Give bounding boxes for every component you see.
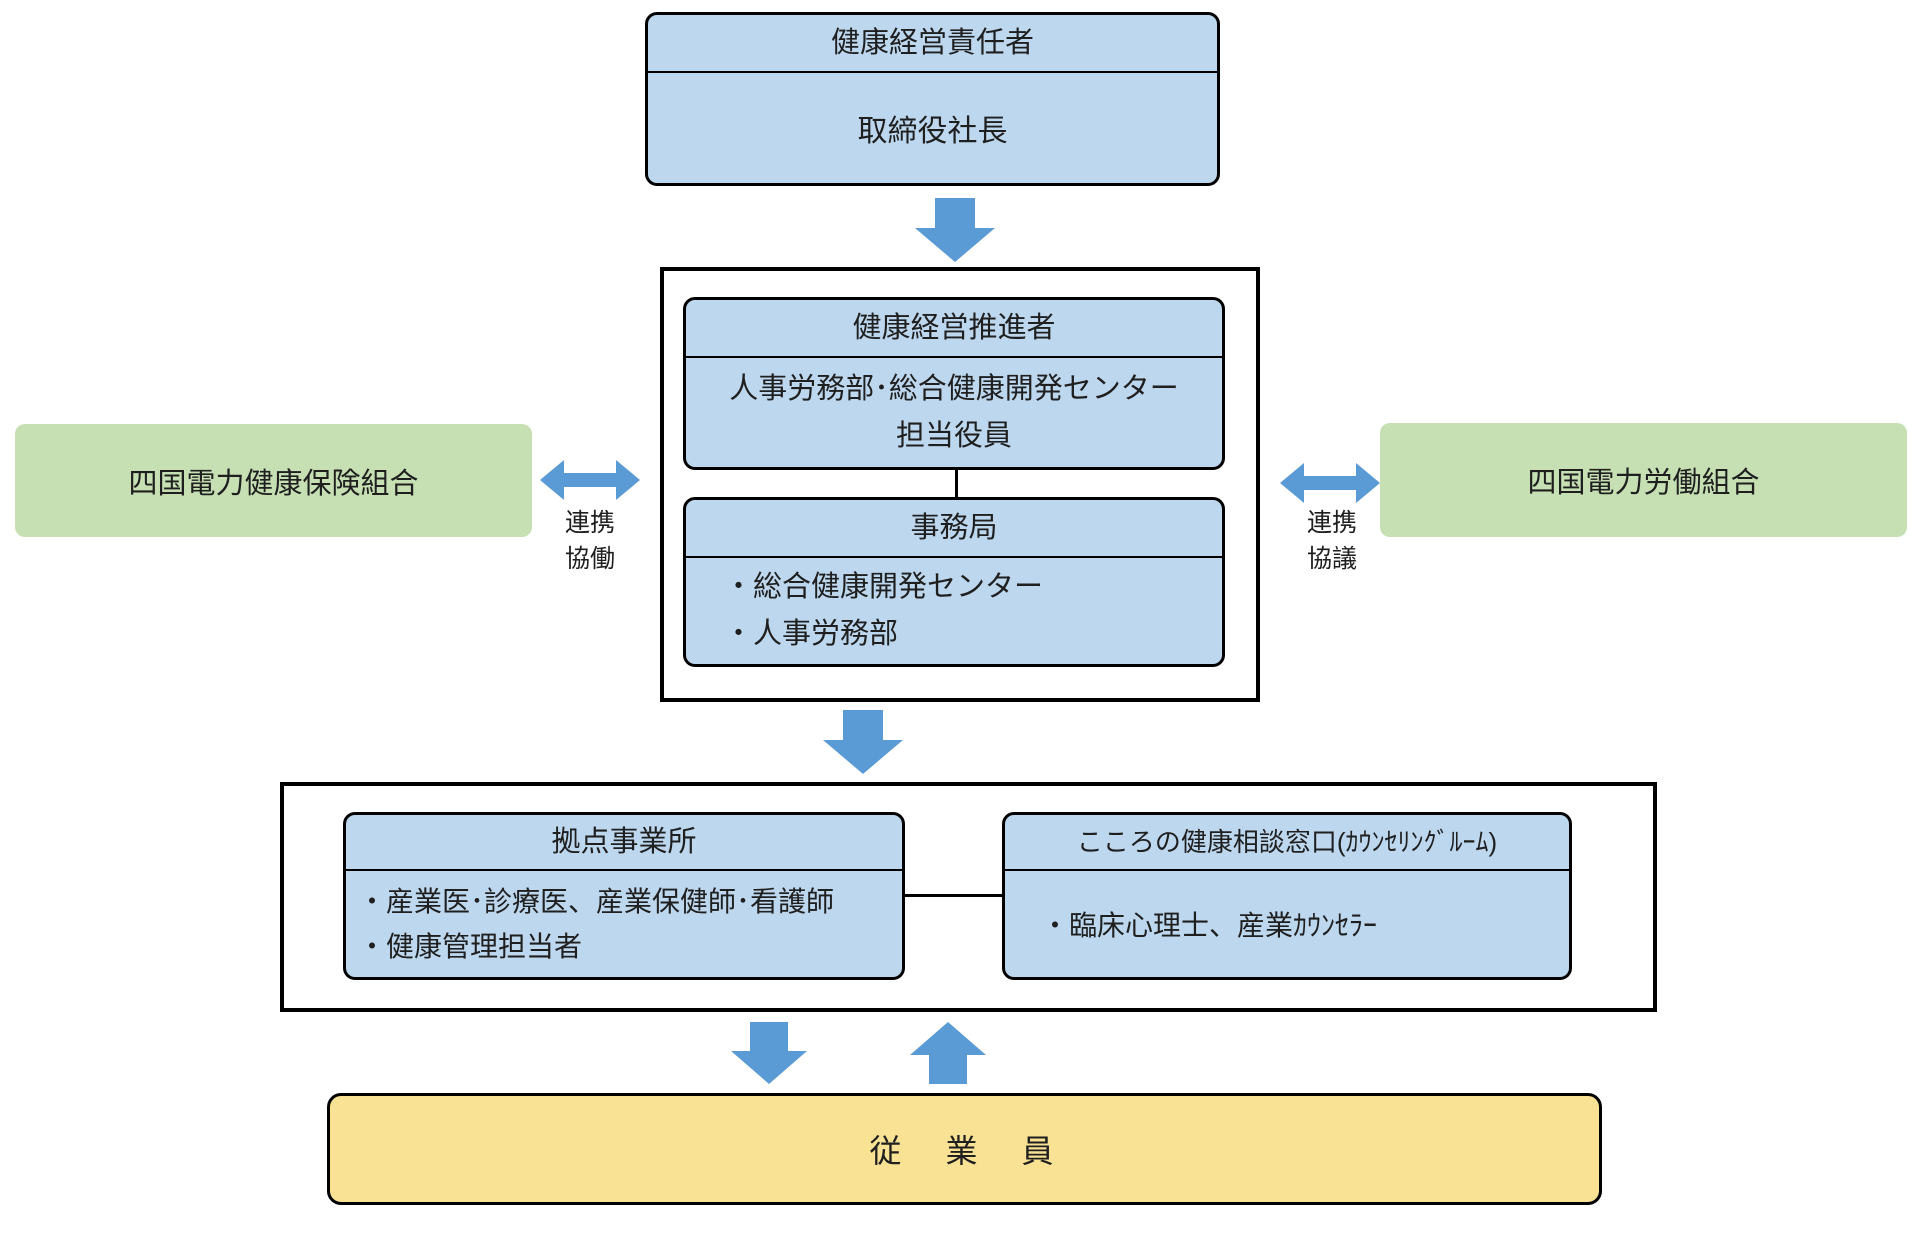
mental-health-counseling-box: こころの健康相談窓口(ｶｳﾝｾﾘﾝｸﾞﾙｰﾑ) ・臨床心理士、産業ｶｳﾝｾﾗｰ xyxy=(1002,812,1572,980)
health-management-promoter-box: 健康経営推進者 人事労務部･総合健康開発センター 担当役員 xyxy=(683,297,1225,470)
top-box-body: 取締役社長 xyxy=(857,115,1008,148)
counseling-item: ・臨床心理士、産業ｶｳﾝｾﾗｰ xyxy=(1041,910,1378,941)
up-arrow-icon xyxy=(910,1022,986,1084)
relation-right-line2: 協議 xyxy=(1306,545,1357,573)
health-management-officer-box: 健康経営責任者 取締役社長 xyxy=(645,12,1220,186)
relation-right-line1: 連携 xyxy=(1306,509,1357,537)
down-arrow-icon xyxy=(823,710,903,774)
relation-left-line2: 協働 xyxy=(564,545,615,573)
down-arrow-icon xyxy=(731,1022,807,1084)
site-box-body: ・産業医･診療医、産業保健師･看護師 ・健康管理担当者 xyxy=(346,871,902,977)
site-item: ・産業医･診療医、産業保健師･看護師 xyxy=(358,886,835,917)
labor-union-box: 四国電力労働組合 xyxy=(1380,423,1907,537)
counseling-box-body: ・臨床心理士、産業ｶｳﾝｾﾗｰ xyxy=(1005,871,1569,977)
connector-site-counseling xyxy=(905,894,1002,897)
health-insurance-union-box: 四国電力健康保険組合 xyxy=(15,424,532,537)
secretariat-box-header: 事務局 xyxy=(686,500,1222,558)
relation-left-line1: 連携 xyxy=(564,509,615,537)
double-arrow-icon xyxy=(540,454,640,506)
promotion-section: 健康経営推進者 人事労務部･総合健康開発センター 担当役員 事務局 ・総合健康開… xyxy=(660,267,1260,702)
promoter-box-header: 健康経営推進者 xyxy=(686,300,1222,358)
promoter-body-line1: 人事労務部･総合健康開発センター xyxy=(729,372,1179,405)
site-item: ・健康管理担当者 xyxy=(358,931,583,962)
relation-label-right: 連携 協議 xyxy=(1282,505,1382,577)
secretariat-item: ・人事労務部 xyxy=(724,618,899,650)
employees-box: 従 業 員 xyxy=(327,1093,1602,1205)
base-worksite-box: 拠点事業所 ・産業医･診療医、産業保健師･看護師 ・健康管理担当者 xyxy=(343,812,905,980)
connector-promoter-secretariat xyxy=(955,468,958,499)
promoter-box-body: 人事労務部･総合健康開発センター 担当役員 xyxy=(686,358,1222,467)
top-box-header: 健康経営責任者 xyxy=(648,15,1217,73)
promoter-body-line2: 担当役員 xyxy=(895,419,1012,452)
secretariat-item: ・総合健康開発センター xyxy=(724,571,1044,603)
counseling-box-header: こころの健康相談窓口(ｶｳﾝｾﾘﾝｸﾞﾙｰﾑ) xyxy=(1005,815,1569,871)
secretariat-box: 事務局 ・総合健康開発センター ・人事労務部 xyxy=(683,497,1225,667)
site-box-header: 拠点事業所 xyxy=(346,815,902,871)
down-arrow-icon xyxy=(915,198,995,262)
relation-label-left: 連携 協働 xyxy=(540,505,640,577)
worksite-section: 拠点事業所 ・産業医･診療医、産業保健師･看護師 ・健康管理担当者 こころの健康… xyxy=(280,782,1657,1012)
double-arrow-icon xyxy=(1280,457,1380,509)
secretariat-box-body: ・総合健康開発センター ・人事労務部 xyxy=(686,558,1222,664)
